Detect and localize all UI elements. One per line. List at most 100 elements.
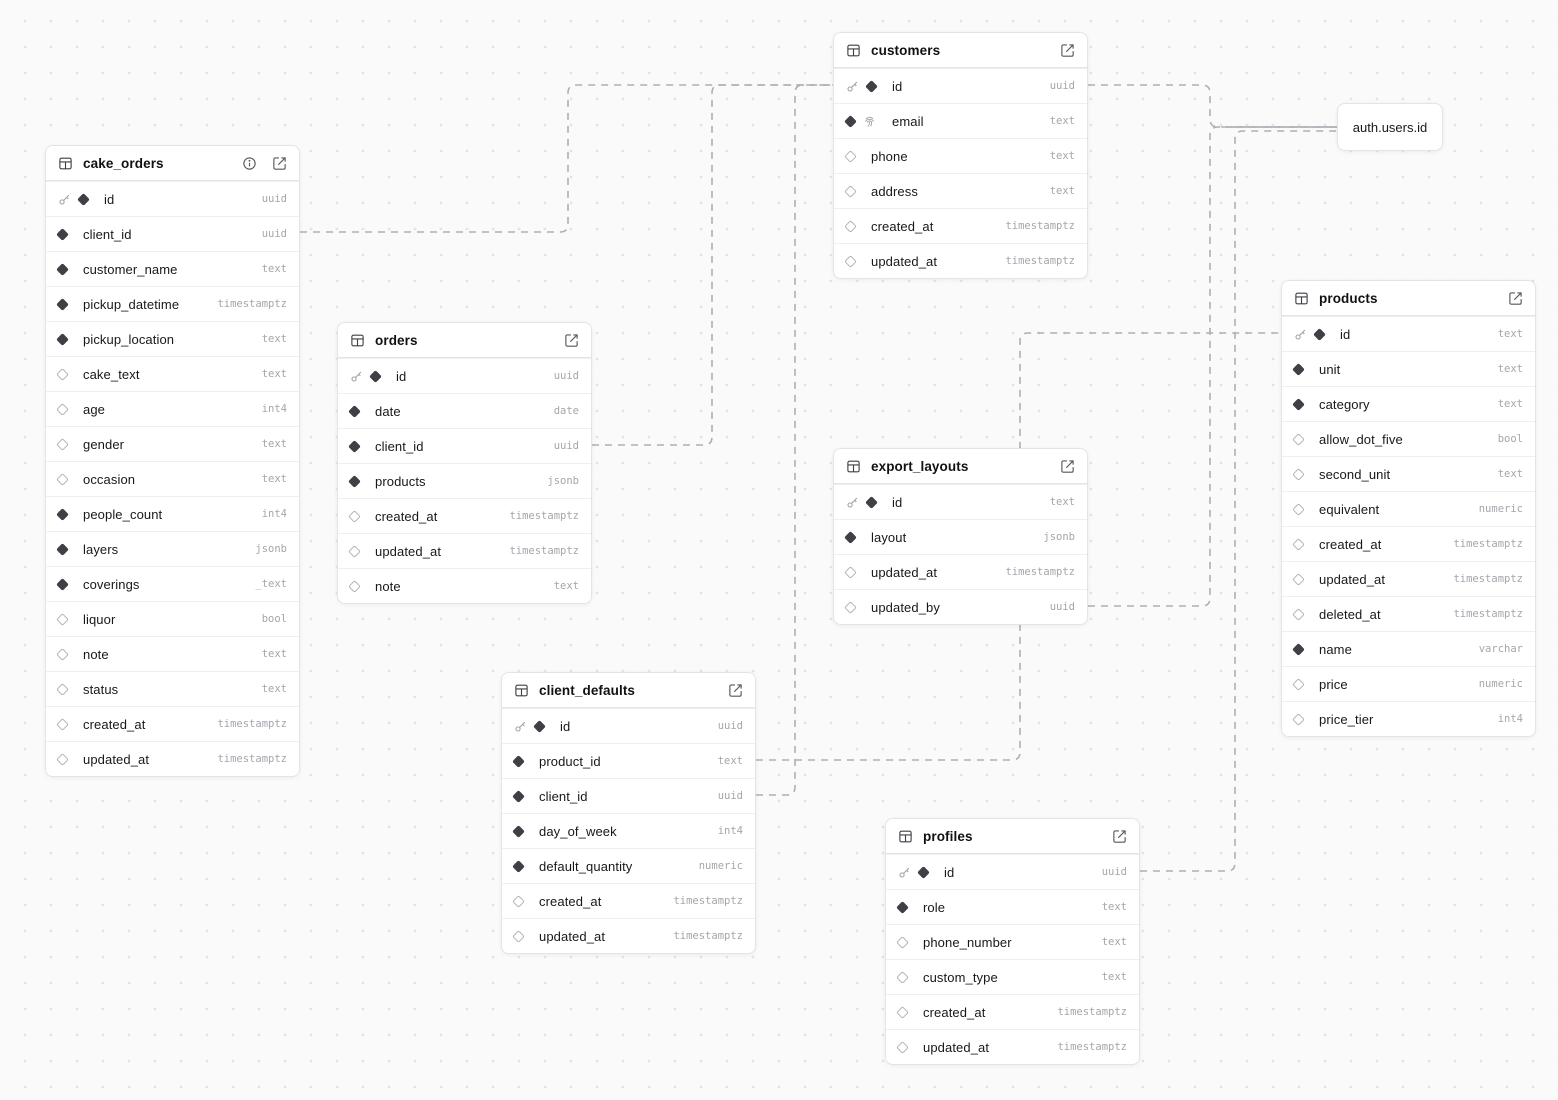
field-type: text: [1049, 150, 1075, 162]
field-name: pickup_location: [83, 331, 175, 347]
table-header-orders[interactable]: orders: [338, 323, 591, 358]
field-type: text: [261, 473, 287, 485]
field-type: timestamptz: [1453, 538, 1523, 550]
field-name: id: [944, 864, 955, 880]
table-header-cake_orders[interactable]: cake_orders: [46, 146, 299, 181]
auth-users-id-node[interactable]: auth.users.id: [1337, 103, 1443, 151]
nullable-diamond-icon: [844, 219, 857, 233]
field-type: timestamptz: [1453, 608, 1523, 620]
field-type: timestamptz: [1005, 566, 1075, 578]
field-type: int4: [261, 508, 287, 520]
field-type: uuid: [553, 370, 579, 382]
external-link-icon[interactable]: [1112, 829, 1127, 844]
primary-key-icon: [1294, 328, 1307, 341]
field-type: timestamptz: [673, 930, 743, 942]
table-header-export_layouts[interactable]: export_layouts: [834, 449, 1087, 484]
field-type: numeric: [1478, 678, 1523, 690]
external-link-icon[interactable]: [728, 683, 743, 698]
table-icon: [846, 459, 861, 474]
info-icon[interactable]: [242, 156, 257, 171]
field-name: id: [1340, 326, 1351, 342]
external-link-icon[interactable]: [564, 333, 579, 348]
nullable-diamond-icon: [56, 367, 69, 381]
external-link-icon[interactable]: [272, 156, 287, 171]
external-link-icon[interactable]: [1060, 43, 1075, 58]
table-icon: [1294, 291, 1309, 306]
field-type: jsonb: [1043, 531, 1075, 543]
nullable-diamond-icon: [56, 437, 69, 451]
table-header-profiles[interactable]: profiles: [886, 819, 1139, 854]
table-title: orders: [375, 332, 418, 348]
field-type: timestamptz: [1453, 573, 1523, 585]
not-null-diamond-icon: [533, 719, 546, 733]
table-header-client_defaults[interactable]: client_defaults: [502, 673, 755, 708]
field-name: coverings: [83, 576, 140, 592]
not-null-diamond-icon: [1292, 642, 1305, 656]
field-type: timestamptz: [217, 718, 287, 730]
nullable-diamond-icon: [844, 254, 857, 268]
field-type: jsonb: [255, 543, 287, 555]
not-null-diamond-icon: [512, 859, 525, 873]
field-type: uuid: [1101, 866, 1127, 878]
not-null-diamond-icon: [56, 577, 69, 591]
field-name: custom_type: [923, 969, 998, 985]
table-header-customers[interactable]: customers: [834, 33, 1087, 68]
not-null-diamond-icon: [348, 474, 361, 488]
table-header-products[interactable]: products: [1282, 281, 1535, 316]
table-title: client_defaults: [539, 682, 636, 698]
field-name: cake_text: [83, 366, 140, 382]
field-name: updated_at: [871, 564, 938, 580]
field-name: phone_number: [923, 934, 1012, 950]
edge-customers.id-to-auth.users.id: [1088, 84, 1337, 128]
not-null-diamond-icon: [369, 369, 382, 383]
field-name: products: [375, 473, 426, 489]
external-link-icon[interactable]: [1508, 291, 1523, 306]
field-type: text: [261, 263, 287, 275]
field-type: bool: [1497, 433, 1523, 445]
field-type: date: [553, 405, 579, 417]
external-link-icon[interactable]: [1060, 459, 1075, 474]
nullable-diamond-icon: [896, 935, 909, 949]
field-type: text: [261, 368, 287, 380]
not-null-diamond-icon: [56, 227, 69, 241]
field-row-cake_orders-layers: layers jsonb: [46, 531, 299, 566]
not-null-diamond-icon: [56, 297, 69, 311]
field-name: note: [83, 646, 109, 662]
field-type: text: [1049, 185, 1075, 197]
field-name: price: [1319, 676, 1348, 692]
field-type: int4: [717, 825, 743, 837]
field-name: email: [892, 113, 924, 129]
field-name: updated_at: [83, 751, 150, 767]
field-type: timestamptz: [1005, 220, 1075, 232]
unique-fingerprint-icon: [863, 115, 876, 128]
edge-orders.client_id-to-customers.id: [592, 84, 833, 446]
field-name: layers: [83, 541, 119, 557]
field-name: second_unit: [1319, 466, 1391, 482]
nullable-diamond-icon: [844, 149, 857, 163]
primary-key-icon: [846, 496, 859, 509]
nullable-diamond-icon: [1292, 677, 1305, 691]
field-name: id: [892, 78, 903, 94]
field-type: timestamptz: [1005, 255, 1075, 267]
field-row-cake_orders-cake_text: cake_text text: [46, 356, 299, 391]
field-type: text: [1497, 398, 1523, 410]
